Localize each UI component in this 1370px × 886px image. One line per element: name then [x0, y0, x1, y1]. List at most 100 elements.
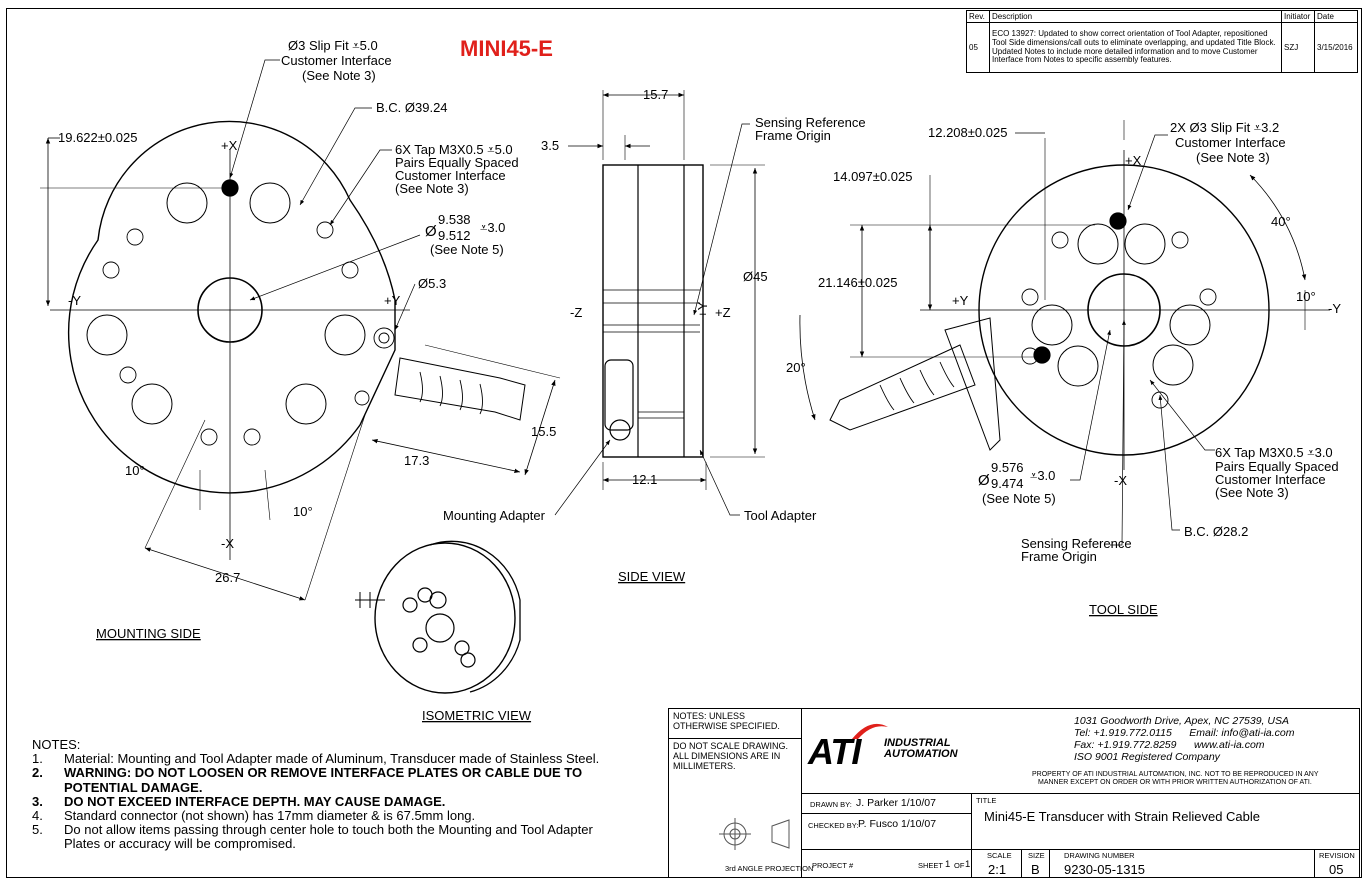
logo-main-text: ATI [808, 731, 861, 772]
side-view-text: 15.7 3.5 Ø45 12.1 Sensing Reference Fram… [443, 87, 866, 584]
tool-slip-fit-customer: Customer Interface [1175, 135, 1286, 150]
tb-notes-unless: NOTES: UNLESS OTHERWISE SPECIFIED. [669, 709, 802, 739]
mounting-side-label: MOUNTING SIDE [96, 626, 201, 641]
tool-angle-40: 40° [1271, 214, 1291, 229]
mounting-axis-py: +Y [384, 293, 401, 308]
tb-projection-box [669, 794, 802, 878]
tool-dim-14097: 14.097±0.025 [833, 169, 912, 184]
title-label: TITLE [976, 796, 997, 805]
address-line: Tel: +1.919.772.0115 Email: info@ati-ia.… [1074, 727, 1295, 739]
drawn-by-value: J. Parker 1/10/07 [856, 797, 936, 809]
tool-angle-20: 20° [786, 360, 806, 375]
isometric-view [355, 540, 521, 694]
of-label: OF [954, 861, 965, 870]
checked-by-label: CHECKED BY: [808, 821, 859, 830]
side-tool-adapter: Tool Adapter [744, 508, 817, 523]
mounting-bore-note: (See Note 5) [430, 242, 504, 257]
side-view [554, 90, 765, 516]
notes-section: NOTES: 1.Material: Mounting and Tool Ada… [32, 737, 600, 852]
rev-date: 3/15/2016 [1314, 22, 1358, 73]
mounting-dim-19622: 19.622±0.025 [58, 130, 137, 145]
mounting-bore-upper: 9.538 [438, 212, 471, 227]
tool-side-view [799, 120, 1330, 546]
side-dim-121: 12.1 [632, 472, 657, 487]
tool-bore-note: (See Note 5) [982, 491, 1056, 506]
note-item: 5.Do not allow items passing through cen… [32, 822, 593, 838]
side-dim-dia45: Ø45 [743, 269, 768, 284]
mounting-side-text: Ø3 Slip Fit ⩡5.0 Customer Interface (See… [58, 38, 556, 641]
title-block: NOTES: UNLESS OTHERWISE SPECIFIED. DO NO… [668, 708, 1360, 878]
property-line: MANNER EXCEPT ON ORDER OR WITH PRIOR WRI… [1038, 779, 1312, 786]
tool-axis-mx: -X [1114, 473, 1127, 488]
tool-tap-callout: 6X Tap M3X0.5 ⩡3.0 [1215, 445, 1333, 460]
mounting-side-view [40, 59, 561, 601]
mounting-angle-2: 10° [293, 504, 313, 519]
tool-axis-py: +Y [952, 293, 969, 308]
drawing-title-value: Mini45-E Transducer with Strain Relieved… [984, 809, 1261, 824]
note-item: 1.Material: Mounting and Tool Adapter ma… [32, 751, 600, 767]
mounting-axis-mx: -X [221, 536, 234, 551]
scale-label: SCALE [987, 851, 1012, 860]
address-line: ISO 9001 Registered Company [1074, 751, 1220, 763]
notes-heading: NOTES: [32, 737, 81, 752]
scale-value: 2:1 [988, 862, 1007, 877]
mounting-tap-note: (See Note 3) [395, 181, 469, 196]
rev-initiator: SZJ [1281, 22, 1315, 73]
tool-dim-21146: 21.146±0.025 [818, 275, 897, 290]
drawing-number-value: 9230-05-1315 [1064, 862, 1145, 877]
ati-logo: ATI INDUSTRIAL AUTOMATION [802, 709, 972, 794]
side-sense-ref-2: Frame Origin [755, 128, 831, 143]
tb-address: 1031 Goodworth Drive, Apex, NC 27539, US… [972, 709, 1359, 794]
note-item: 3.DO NOT EXCEED INTERFACE DEPTH. MAY CAU… [32, 793, 446, 809]
tb-title-cell: TITLE Mini45-E Transducer with Strain Re… [972, 794, 1359, 850]
mounting-hole-callout: Ø5.3 [418, 276, 446, 291]
project-label: PROJECT # [812, 861, 854, 870]
logo-swoosh-icon [852, 723, 888, 739]
tool-side-text: 12.208±0.025 14.097±0.025 21.146±0.025 4… [786, 120, 1341, 617]
projection-symbol-icon [719, 818, 790, 850]
mounting-dim-155: 15.5 [531, 424, 556, 439]
tb-revision: REVISION 05 [1315, 850, 1359, 878]
revision-label: REVISION [1319, 851, 1355, 860]
mounting-axis-px: +X [221, 138, 238, 153]
tool-tap-customer: Customer Interface [1215, 472, 1326, 487]
size-label: SIZE [1028, 851, 1045, 860]
tb-project-row: PROJECT # SHEET 1 OF 1 [802, 850, 972, 878]
side-dim-35: 3.5 [541, 138, 559, 153]
drawn-by-label: DRAWN BY: [810, 800, 852, 809]
tb-drawn-row: DRAWN BY: J. Parker 1/10/07 [802, 794, 972, 814]
note-item: POTENTIAL DAMAGE. [64, 779, 203, 795]
tool-tap-note: (See Note 3) [1215, 485, 1289, 500]
address-line: Fax: +1.919.772.8259 www.ati-ia.com [1074, 739, 1265, 751]
mounting-bore-depth: ⩡3.0 [480, 220, 505, 235]
property-line: PROPERTY OF ATI INDUSTRIAL AUTOMATION, I… [1032, 771, 1319, 778]
tool-dim-12208: 12.208±0.025 [928, 125, 1007, 140]
isometric-view-label: ISOMETRIC VIEW [422, 708, 532, 723]
tb-projection: 3rd ANGLE PROJECTION [725, 864, 814, 873]
rev-description: ECO 13927: Updated to show correct orien… [989, 22, 1282, 73]
tb-checked-row: CHECKED BY: P. Fusco 1/10/07 [802, 814, 972, 850]
revision-value: 05 [1329, 862, 1344, 877]
tb-no-scale: DO NOT SCALE DRAWING. ALL DIMENSIONS ARE… [669, 739, 802, 794]
mounting-slip-fit-note: (See Note 3) [302, 68, 376, 83]
tb-drawing-number: DRAWING NUMBER 9230-05-1315 [1050, 850, 1315, 878]
tb-scale: SCALE 2:1 [972, 850, 1022, 878]
mounting-bore-prefix: Ø [425, 223, 437, 240]
tool-sense-ref-1: Sensing Reference [1021, 536, 1132, 551]
side-axis-mz: -Z [570, 305, 582, 320]
drawing-number-label: DRAWING NUMBER [1064, 851, 1135, 860]
size-value: B [1031, 862, 1040, 877]
mounting-slip-fit-callout: Ø3 Slip Fit ⩡5.0 [288, 38, 378, 53]
mounting-bore-lower: 9.512 [438, 228, 471, 243]
tool-bc-callout: B.C. Ø28.2 [1184, 524, 1248, 539]
logo-sub2: AUTOMATION [884, 748, 958, 760]
mounting-tap-customer: Customer Interface [395, 168, 506, 183]
side-view-label: SIDE VIEW [618, 569, 686, 584]
tool-angle-10: 10° [1296, 289, 1316, 304]
tool-slip-fit-note: (See Note 3) [1196, 150, 1270, 165]
checked-by-value: P. Fusco 1/10/07 [858, 818, 937, 830]
logo-sub1: INDUSTRIAL [884, 737, 951, 749]
side-dim-157: 15.7 [643, 87, 668, 102]
sheet-value: 1 [945, 859, 951, 870]
tool-bore-upper: 9.576 [991, 460, 1024, 475]
